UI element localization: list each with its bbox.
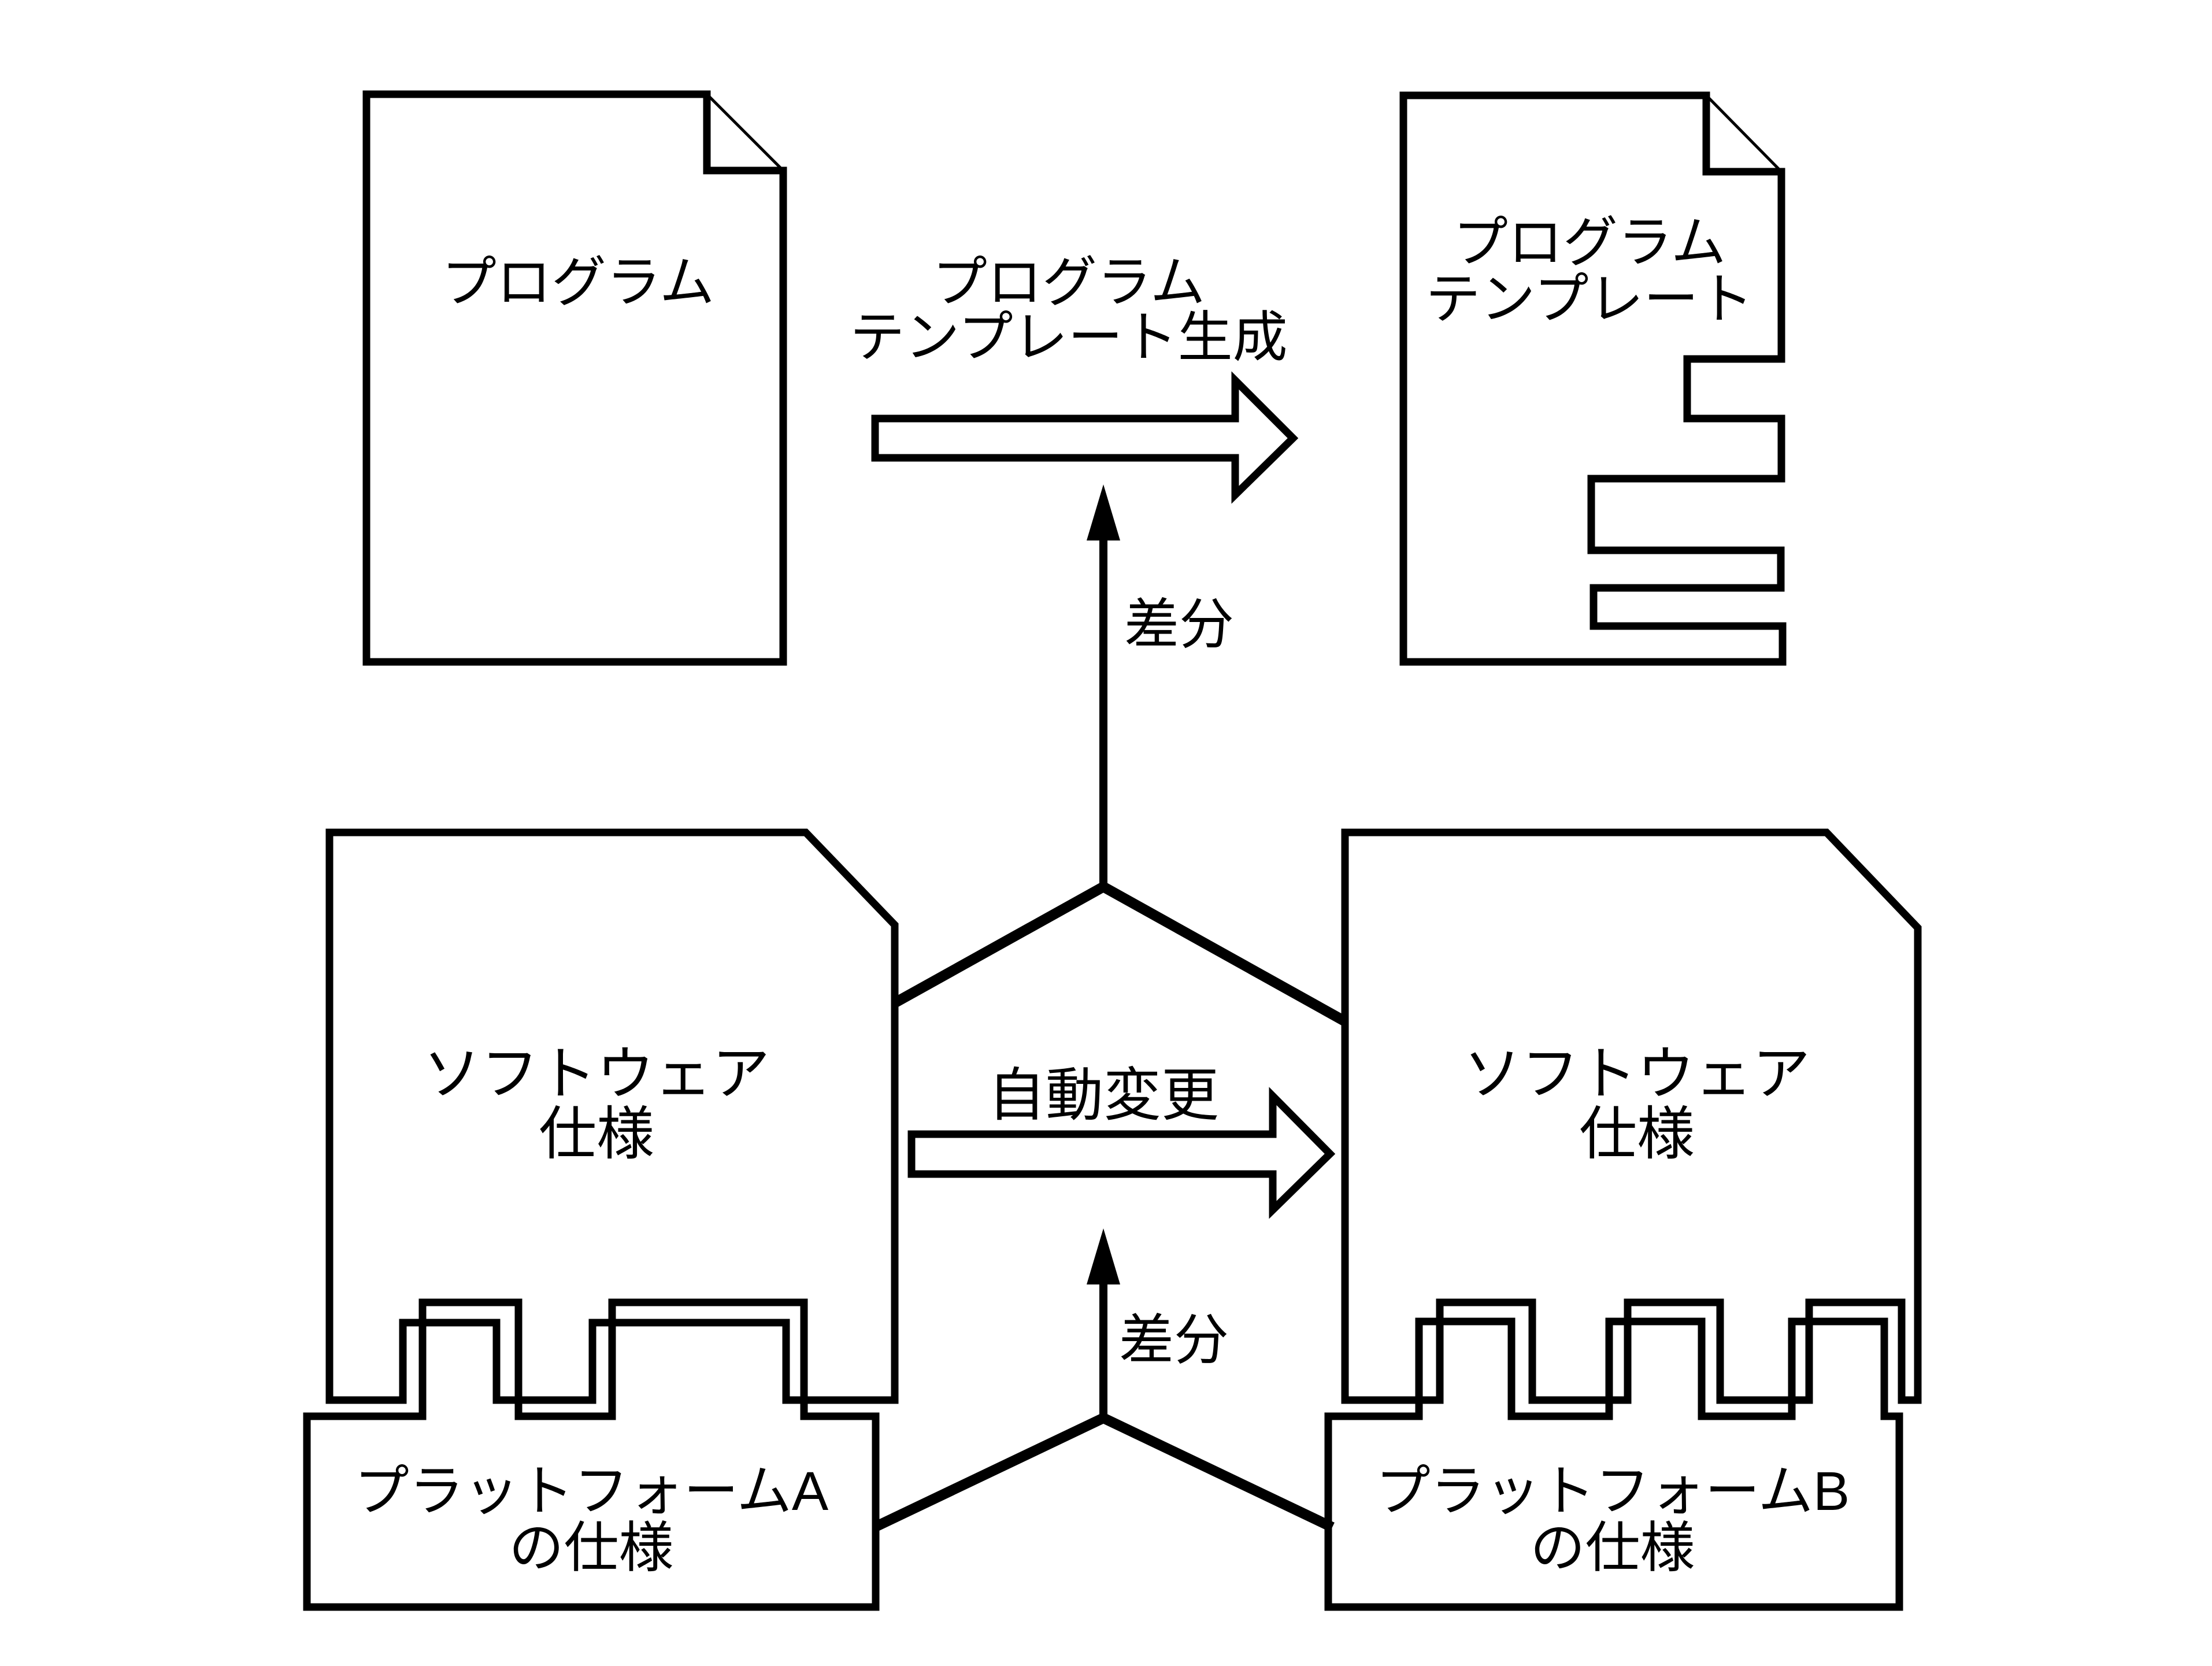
- platform-a-shape: [303, 1298, 880, 1611]
- platform-a-label-line1: プラットフォームA: [354, 1461, 829, 1522]
- bottom-diff-connector-lines: [875, 1412, 1335, 1532]
- bottom-diff-label: 差分: [1119, 1310, 1229, 1371]
- program-document: プログラム: [362, 90, 787, 666]
- right-software-spec-label-line1: ソフトウェア: [1463, 1042, 1810, 1106]
- template-generation-arrow: プログラム テンプレート生成: [850, 252, 1299, 504]
- program-template-label-line1: プログラム: [1453, 212, 1726, 273]
- platform-b-box: プラットフォームB の仕様: [1324, 1317, 1903, 1611]
- program-template-document-fold-icon: [1705, 94, 1783, 173]
- template-generation-arrow-icon: [871, 371, 1299, 504]
- auto-change-arrow-icon: [907, 1087, 1336, 1219]
- left-software-spec-document: ソフトウェア 仕様: [325, 828, 899, 1404]
- program-template-document-shape: [1399, 91, 1787, 666]
- program-template-label-line2: テンプレート: [1425, 269, 1753, 330]
- platform-b-label-line1: プラットフォームB: [1376, 1461, 1850, 1522]
- bottom-diff-arrowhead-icon: [1087, 1228, 1120, 1284]
- program-document-label: プログラム: [442, 252, 714, 313]
- top-diff-arrowhead-icon: [1087, 484, 1120, 540]
- left-software-spec-shape: [325, 828, 899, 1404]
- top-diff-group: 差分: [891, 484, 1349, 1027]
- auto-change-arrow: 自動変更: [907, 1063, 1336, 1219]
- top-diff-connector-lines: [891, 880, 1349, 1027]
- template-generation-label-line1: プログラム: [932, 252, 1205, 313]
- platform-a-label-line2: の仕様: [509, 1517, 673, 1579]
- platform-b-label-line2: の仕様: [1530, 1517, 1695, 1579]
- template-generation-label-line2: テンプレート生成: [850, 307, 1287, 368]
- program-template-document: プログラム テンプレート: [1399, 91, 1787, 666]
- auto-change-label: 自動変更: [988, 1063, 1219, 1128]
- platform-b-shape: [1324, 1317, 1903, 1611]
- bottom-diff-group: 差分: [875, 1228, 1335, 1532]
- program-document-fold-icon: [706, 93, 784, 172]
- program-document-shape: [362, 90, 787, 666]
- right-software-spec-label-line2: 仕様: [1579, 1102, 1695, 1167]
- left-software-spec-label-line2: 仕様: [539, 1102, 654, 1167]
- top-diff-label: 差分: [1124, 594, 1234, 656]
- left-software-spec-label-line1: ソフトウェア: [423, 1042, 770, 1106]
- platform-a-box: プラットフォームA の仕様: [303, 1298, 880, 1611]
- right-software-spec-document: ソフトウェア 仕様: [1341, 828, 1922, 1404]
